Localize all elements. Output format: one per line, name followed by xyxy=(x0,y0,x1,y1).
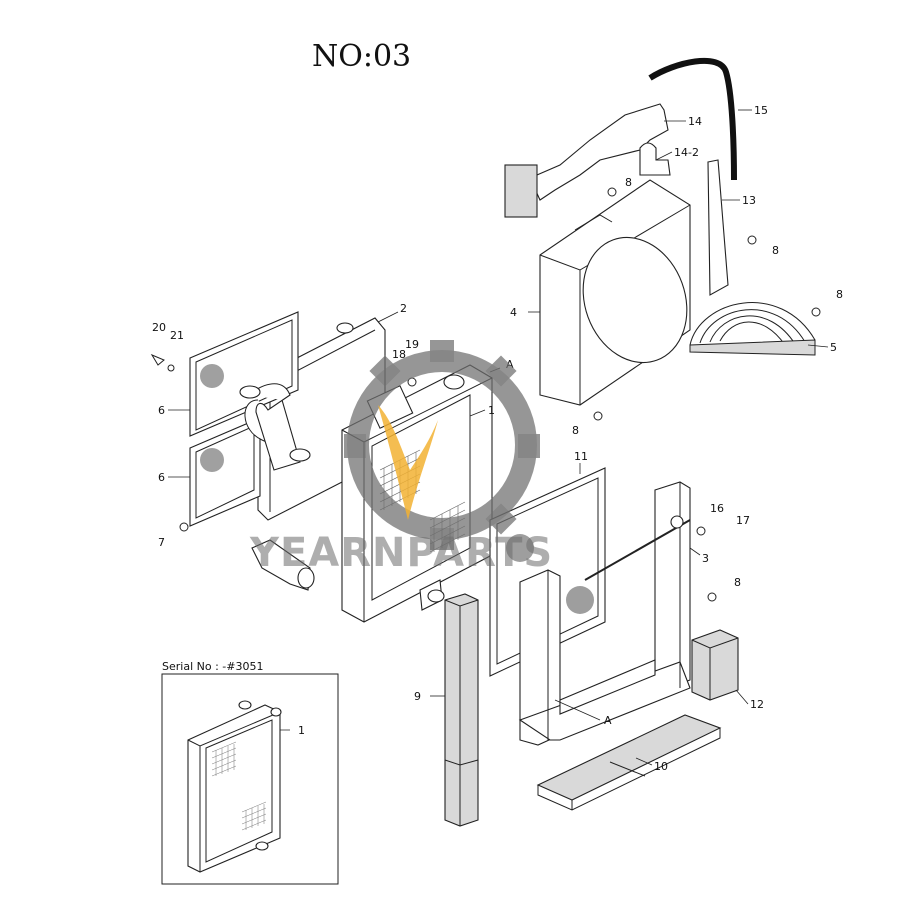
callout-13: 13 xyxy=(742,194,756,207)
callout-14: 14 xyxy=(688,115,702,128)
callout-11: 11 xyxy=(574,450,588,463)
gear-icon xyxy=(344,340,540,550)
part-5-fan-guard xyxy=(689,302,816,356)
part-13-side-plate xyxy=(707,159,729,296)
callout-18: 18 xyxy=(392,348,406,361)
callout-3: 3 xyxy=(702,552,709,565)
callout-16: 16 xyxy=(710,502,724,515)
callout-7: 7 xyxy=(158,536,165,549)
callout-8-far-right: 8 xyxy=(836,288,843,301)
part-3-support-frame xyxy=(518,481,691,746)
callout-8-lower: 8 xyxy=(734,576,741,589)
callout-4: 4 xyxy=(510,306,517,319)
part-6-lower-screen xyxy=(189,417,261,527)
callout-15: 15 xyxy=(754,104,768,117)
callout-19: 19 xyxy=(405,338,419,351)
part-14-cover-bracket xyxy=(504,103,669,218)
callout-8-top: 8 xyxy=(625,176,632,189)
inset-callout-1: 1 xyxy=(298,724,305,737)
part-16-rod xyxy=(584,515,691,581)
part-10-foam-strip xyxy=(536,714,722,811)
fasteners xyxy=(150,187,821,602)
part-14-2-bracket xyxy=(639,142,671,176)
callout-20: 20 xyxy=(152,321,166,334)
inset-serial-label: Serial No : -#3051 xyxy=(162,660,263,673)
part-4-fan-shroud xyxy=(539,179,691,406)
upper-radiator-hose xyxy=(239,383,311,471)
flame-icon xyxy=(378,405,438,520)
callout-14-2: 14-2 xyxy=(674,146,699,159)
callout-1: 1 xyxy=(488,404,495,417)
callout-8-mid: 8 xyxy=(572,424,579,437)
part-12-block xyxy=(691,629,739,701)
callout-12: 12 xyxy=(750,698,764,711)
watermark-logo: YEARNPARTS xyxy=(249,340,553,576)
callout-9: 9 xyxy=(414,690,421,703)
callout-8-right: 8 xyxy=(772,244,779,257)
inset-radiator xyxy=(187,700,282,873)
callout-2: 2 xyxy=(400,302,407,315)
lower-radiator-hose xyxy=(251,539,315,591)
serial-inset: Serial No : -#3051 1 xyxy=(161,660,339,885)
part-15-hose xyxy=(648,57,737,181)
part-9-foam-post xyxy=(444,593,479,827)
watermark-text: YEARNPARTS xyxy=(249,530,553,576)
callout-labels: 14 14-2 15 13 8 8 8 4 5 8 2 20 21 18 19 … xyxy=(152,104,843,773)
ref-a-lower: A xyxy=(604,714,612,727)
callout-21: 21 xyxy=(170,329,184,342)
callout-5: 5 xyxy=(830,341,837,354)
callout-6-upper: 6 xyxy=(158,404,165,417)
callout-6-lower: 6 xyxy=(158,471,165,484)
callout-10: 10 xyxy=(654,760,668,773)
callout-17: 17 xyxy=(736,514,750,527)
diagram-title: NO:03 xyxy=(312,39,411,74)
